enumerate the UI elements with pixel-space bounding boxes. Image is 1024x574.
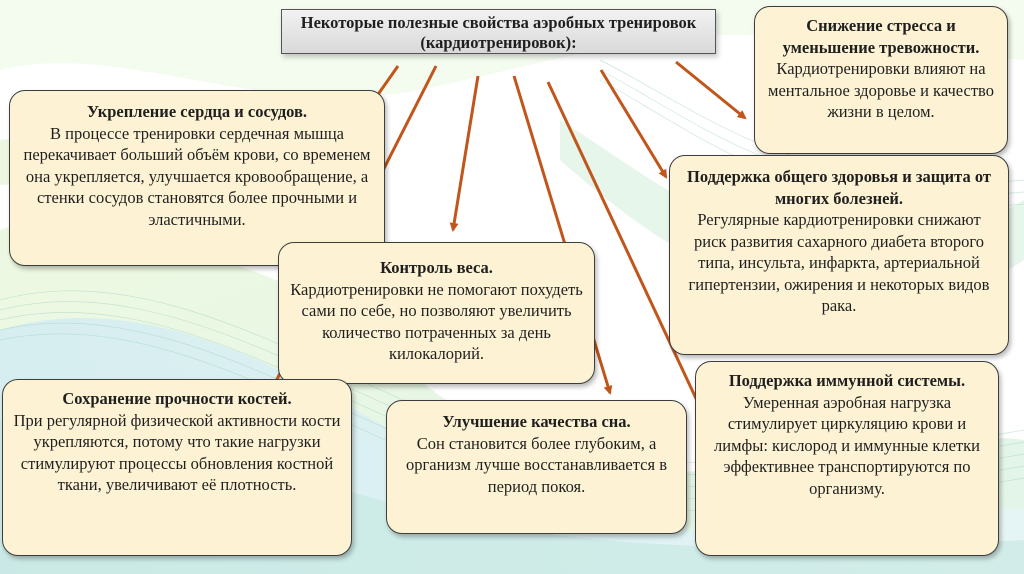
box-heart-heading: Укрепление сердца и сосудов. [86, 102, 308, 121]
diagram-title-text: Некоторые полезные свойства аэробных тре… [300, 13, 697, 52]
box-sleep-body: Сон становится более глубоким, а организ… [405, 433, 667, 496]
box-sleep-heading: Улучшение качества сна. [442, 412, 631, 431]
box-immune: Поддержка иммунной системы. Умеренная аэ… [695, 361, 999, 556]
box-bones: Сохранение прочности костей. При регуляр… [2, 379, 352, 556]
box-sleep: Улучшение качества сна. Сон становится б… [386, 400, 687, 534]
box-health-body: Регулярные кардиотренировки снижают риск… [688, 210, 990, 315]
box-stress-body: Кардиотренировки влияют на ментальное зд… [768, 59, 994, 121]
box-weight-body: Кардиотренировки не помогают похудеть са… [290, 279, 583, 364]
box-immune-body: Умеренная аэробная нагрузка стимулирует … [714, 392, 980, 498]
diagram-title: Некоторые полезные свойства аэробных тре… [281, 9, 716, 54]
box-heart: Укрепление сердца и сосудов. В процессе … [9, 90, 385, 266]
box-immune-heading: Поддержка иммунной системы. [728, 371, 966, 390]
box-weight: Контроль веса. Кардиотренировки не помог… [278, 242, 595, 384]
box-health: Поддержка общего здоровья и защита от мн… [669, 155, 1009, 355]
box-bones-heading: Сохранение прочности костей. [62, 389, 292, 408]
box-bones-body: При регулярной физической активности кос… [13, 410, 341, 495]
box-weight-heading: Контроль веса. [380, 258, 493, 277]
box-heart-body: В процессе тренировки сердечная мышца пе… [23, 123, 371, 229]
box-stress: Снижение стресса и уменьшение тревожност… [754, 6, 1008, 154]
box-health-heading: Поддержка общего здоровья и защита от мн… [686, 167, 991, 208]
box-stress-heading: Снижение стресса и уменьшение тревожност… [782, 16, 980, 57]
